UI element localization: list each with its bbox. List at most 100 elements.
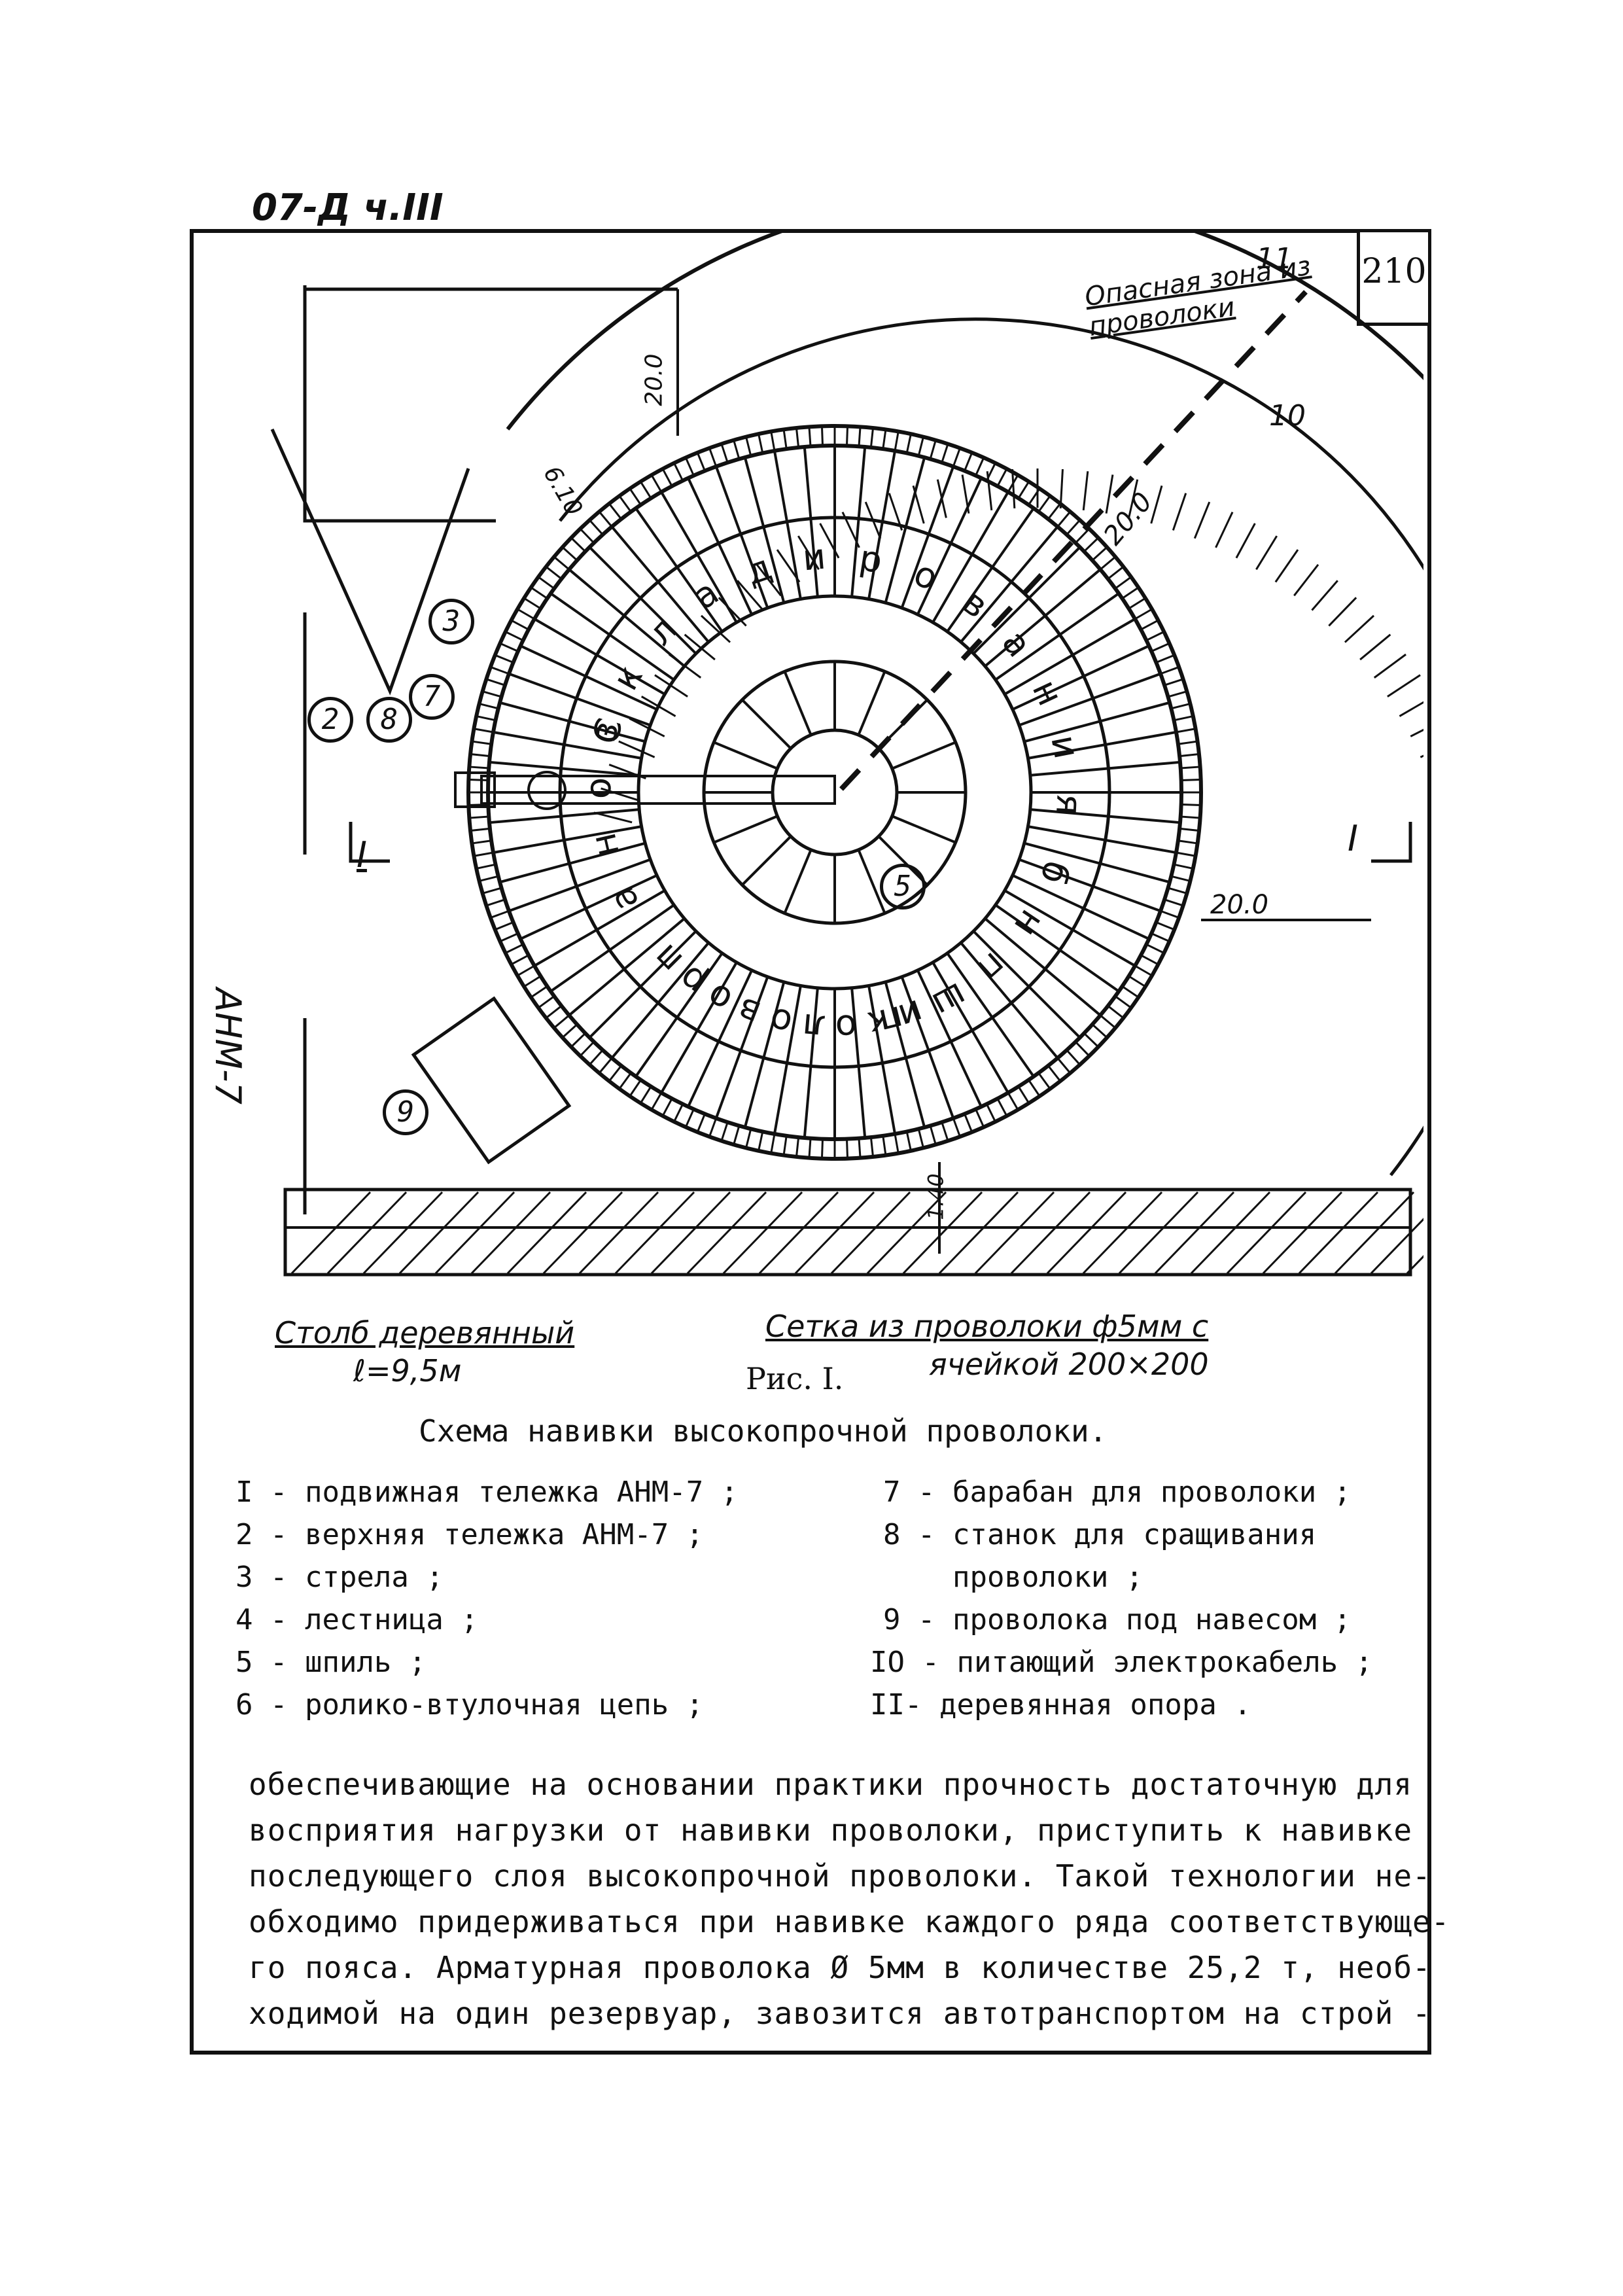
reservoir-wall-tick (553, 556, 570, 571)
reservoir-wall-tick (869, 1137, 875, 1157)
reservoir-spoke (972, 930, 1081, 1039)
reservoir-inner-spoke (713, 815, 778, 844)
reservoir-wall-tick (894, 1133, 899, 1154)
reservoir-wall-tick (673, 1103, 684, 1122)
reservoir-wall-tick (618, 495, 632, 513)
reservoir-wall-tick (770, 431, 776, 451)
reservoir-wall-tick (639, 1086, 652, 1104)
reservoir-spoke (1003, 889, 1136, 967)
reservoir-spoke (1028, 825, 1177, 855)
reservoir-spoke (635, 507, 724, 633)
post-label: Столб деревянный (275, 1315, 575, 1351)
reservoir-spoke (499, 841, 646, 884)
foundation-hatch (1226, 1191, 1307, 1275)
reservoir-spoke (508, 672, 651, 727)
reservoir-inner-spoke (713, 741, 778, 770)
reservoir-wall-tick (941, 1122, 949, 1142)
foundation-hatch (506, 1191, 587, 1275)
reservoir-wall-tick (1168, 690, 1187, 698)
reservoir-wall-tick (490, 666, 510, 675)
canopy-tick (1105, 474, 1114, 514)
foundation-hatch (434, 1191, 515, 1275)
reservoir-wall-tick (485, 898, 506, 907)
reservoir-wall-tick (476, 863, 496, 870)
figure-caption: Рис. I. (746, 1361, 844, 1396)
reservoir-spoke (900, 976, 955, 1119)
reservoir-wall-tick (882, 1135, 887, 1156)
reservoir-spoke (687, 477, 754, 615)
reservoir-wall-tick (996, 1098, 1008, 1117)
reservoir-wall-tick (490, 910, 510, 919)
canopy-tick (1293, 563, 1319, 597)
canopy-tick (888, 493, 903, 531)
reservoir-wall-tick (745, 436, 752, 457)
foundation-hatch (794, 1191, 875, 1275)
reservoir-wall-tick (1107, 566, 1125, 580)
reservoir-wall-tick (1091, 546, 1108, 561)
reservoir-spoke (519, 874, 657, 940)
reservoir-wall-tick (472, 839, 492, 845)
legend-item-9: 9 - проволока под навесом ; (883, 1603, 1352, 1636)
reservoir-wall-tick (917, 1128, 924, 1148)
canopy-tick (1359, 633, 1391, 661)
reservoir-wall-tick (476, 715, 496, 722)
ring-letter: и (800, 535, 828, 579)
reservoir-wall-tick (517, 964, 535, 977)
reservoir-wall-tick (1083, 1033, 1099, 1048)
canopy-tick (864, 501, 882, 539)
reservoir-wall-tick (470, 752, 491, 758)
reservoir-wall-tick (917, 436, 924, 457)
legend-item-1: I - подвижная тележка АНМ-7 ; (236, 1475, 739, 1509)
foundation-hatch (1334, 1191, 1415, 1275)
reservoir-wall-tick (1047, 1065, 1061, 1082)
reservoir-wall-tick (1181, 803, 1201, 807)
canopy-tick (797, 535, 820, 571)
reservoir-wall-tick (808, 1138, 812, 1158)
reservoir-wall-tick (782, 429, 788, 450)
reservoir-wall-tick (1121, 586, 1140, 599)
reservoir-wall-tick (1056, 1057, 1072, 1074)
reservoir-wall-tick (673, 463, 684, 482)
reservoir-wall-tick (1170, 875, 1191, 882)
reservoir-wall-tick (495, 654, 514, 663)
reservoir-wall-tick (629, 487, 642, 506)
reservoir-wall-tick (589, 519, 604, 536)
reservoir-spoke (867, 985, 897, 1135)
legend-item-6: 6 - ролико-втулочная цепь ; (236, 1688, 704, 1722)
reservoir-spoke (1019, 672, 1161, 727)
reservoir-wall-tick (1047, 503, 1061, 520)
foundation-hatch (974, 1191, 1055, 1275)
body-line-6: ходимой на один резервуар, завозится авт… (249, 1996, 1431, 2031)
foundation-hatch (1406, 1255, 1423, 1275)
reservoir-wall-tick (629, 1079, 642, 1097)
reservoir-spoke (568, 917, 686, 1017)
reservoir-wall-tick (1100, 1014, 1116, 1029)
reservoir-wall-tick (545, 566, 563, 580)
reservoir-spoke (743, 981, 786, 1128)
reservoir-wall-tick (1178, 839, 1198, 845)
reservoir-wall-tick (1170, 703, 1191, 710)
reservoir-wall-tick (530, 586, 548, 599)
foundation-hatch (1262, 1191, 1343, 1275)
reservoir-inner-spoke (877, 699, 928, 750)
foundation-hatch (938, 1191, 1019, 1275)
reservoir-spoke (1024, 841, 1170, 884)
dimension-1-40-label: 1.40 (923, 1173, 949, 1220)
reservoir-wall-tick (708, 448, 718, 467)
reservoir-wall-tick (905, 433, 912, 453)
canopy-tick (986, 471, 993, 511)
reservoir-wall-tick (882, 429, 887, 450)
canopy-tick (629, 717, 665, 737)
reservoir-wall-tick (1180, 815, 1200, 819)
reservoir-wall-tick (696, 452, 706, 472)
reservoir-wall-tick (1145, 943, 1164, 954)
canopy-tick (700, 614, 731, 643)
reservoir-spoke (850, 987, 867, 1139)
reservoir-wall-tick (1181, 778, 1201, 782)
reservoir-spoke (493, 825, 642, 855)
reservoir-spoke (960, 942, 1059, 1059)
canopy-tick (776, 549, 801, 583)
reservoir-wall-tick (941, 443, 949, 463)
canopy-tick (640, 696, 676, 717)
reservoir-spoke (884, 457, 926, 603)
